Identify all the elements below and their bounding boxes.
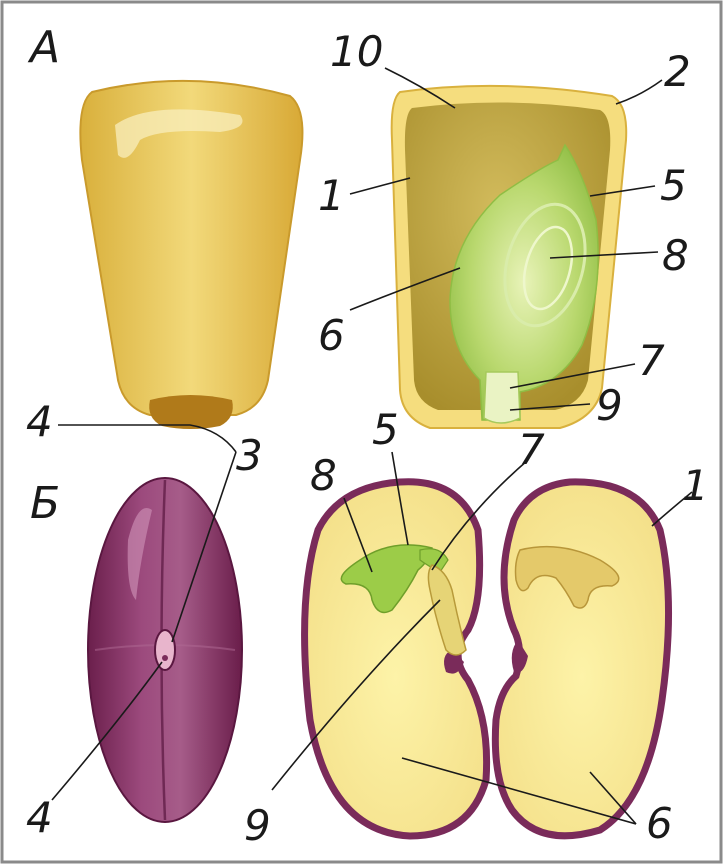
label-5-bottom: 5 — [372, 405, 399, 454]
label-7-bottom: 7 — [518, 425, 545, 474]
label-1-top: 1 — [318, 171, 345, 220]
label-6-top: 6 — [318, 311, 345, 360]
label-3: 3 — [236, 431, 263, 480]
label-6-bottom: 6 — [646, 799, 673, 848]
label-9-top: 9 — [596, 381, 623, 430]
bean-cotyledon-left — [305, 482, 487, 836]
label-4-bottom: 4 — [26, 793, 53, 842]
bean-cotyledon-right — [495, 482, 668, 836]
label-8-top: 8 — [662, 231, 689, 280]
bean-hilum — [155, 630, 175, 670]
label-5-top: 5 — [660, 161, 687, 210]
label-1-bottom: 1 — [682, 461, 709, 510]
label-4-top: 4 — [26, 397, 53, 446]
section-label-b: Б — [30, 478, 60, 529]
corn-radicle — [484, 372, 520, 423]
section-label-a: А — [27, 22, 60, 73]
label-10: 10 — [330, 27, 383, 76]
corn-kernel-section — [392, 86, 627, 428]
label-2-top: 2 — [664, 47, 691, 96]
label-8-bottom: 8 — [310, 451, 337, 500]
corn-kernel-tip — [149, 395, 233, 429]
bean-whole — [88, 478, 242, 822]
label-9-bottom: 9 — [244, 801, 271, 850]
label-7-top: 7 — [638, 336, 665, 385]
